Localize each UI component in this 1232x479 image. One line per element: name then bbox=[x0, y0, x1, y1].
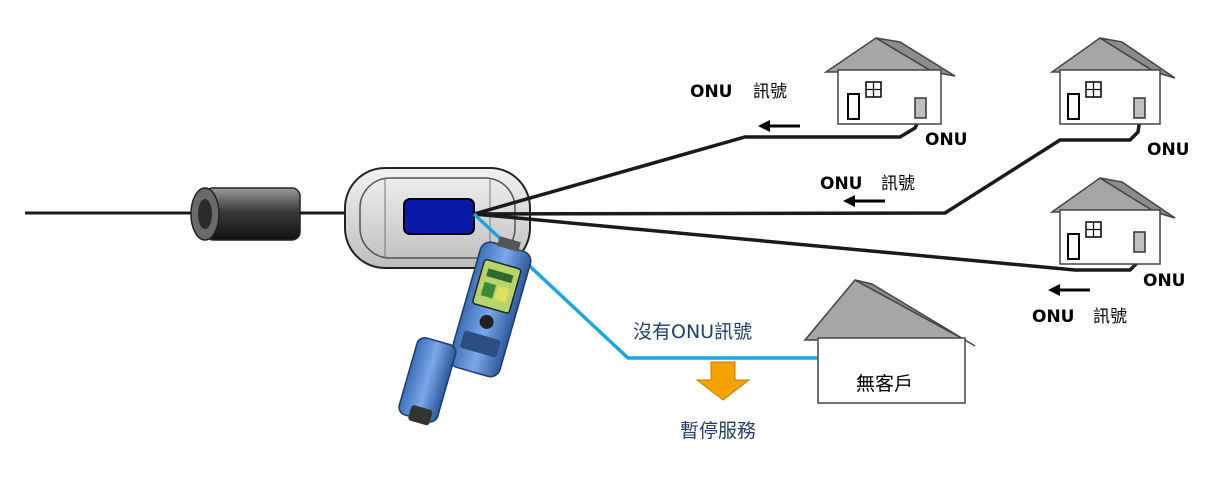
house-icon bbox=[823, 37, 956, 125]
splitter-enclosure-icon bbox=[344, 167, 531, 269]
splitter-module bbox=[403, 198, 475, 235]
house-icon bbox=[1049, 177, 1176, 265]
house3-signal-onu-label: ONU bbox=[1032, 307, 1074, 327]
down-arrow-icon bbox=[695, 361, 751, 401]
house2-onu-label: ONU bbox=[1147, 140, 1189, 160]
onu-device-icon bbox=[1133, 231, 1146, 253]
drop-fibers bbox=[473, 117, 1142, 272]
cable-coupler-icon bbox=[190, 187, 301, 241]
service-suspended-label: 暫停服務 bbox=[680, 420, 756, 442]
house1-signal-onu-label: ONU bbox=[690, 82, 732, 102]
house3-signal-text-label: 訊號 bbox=[1093, 307, 1127, 327]
house-icon bbox=[1049, 37, 1176, 125]
house1-onu-label: ONU bbox=[925, 130, 967, 150]
handheld-meter-icon bbox=[398, 236, 532, 426]
house3-onu-label: ONU bbox=[1143, 271, 1185, 291]
house1-signal-text-label: 訊號 bbox=[753, 82, 787, 102]
onu-device-icon bbox=[914, 97, 927, 119]
no-onu-signal-label: 沒有ONU訊號 bbox=[633, 321, 752, 343]
onu-device-icon bbox=[1133, 97, 1146, 119]
signal-arrows bbox=[758, 120, 1090, 296]
house2-signal-text-label: 訊號 bbox=[881, 174, 915, 194]
house2-signal-onu-label: ONU bbox=[820, 174, 862, 194]
house-icon bbox=[803, 279, 976, 404]
no-customer-label: 無客戶 bbox=[856, 373, 913, 395]
